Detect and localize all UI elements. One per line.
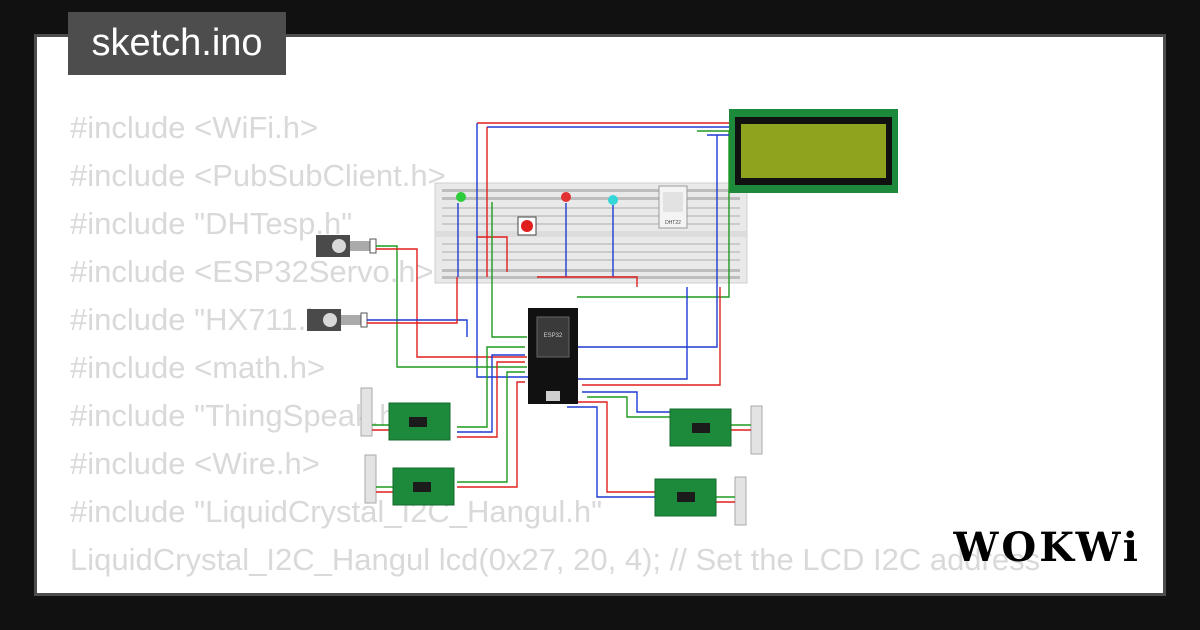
hx711-module: [669, 408, 732, 447]
svg-text:ESP32: ESP32: [544, 333, 563, 339]
breadboard: [434, 182, 748, 284]
led-cyan: [608, 195, 618, 205]
circuit-diagram: DHT22: [307, 109, 898, 526]
code-line: #include "ThingSpeak.h": [70, 398, 408, 433]
code-line: #include "LiquidCrystal_I2C_Hangul.h": [70, 494, 603, 529]
code-line: LiquidCrystal_I2C_Hangul lcd(0x27, 20, 4…: [70, 542, 1041, 577]
wokwi-logo: WOKWi: [953, 524, 1141, 571]
preview-card: #include <WiFi.h> #include <PubSubClient…: [34, 34, 1166, 596]
hx711-module: [392, 467, 455, 506]
code-line: #include "HX711.h": [70, 302, 335, 337]
file-tab[interactable]: sketch.ino: [68, 12, 286, 75]
push-button: [517, 216, 537, 236]
load-cell: [734, 476, 747, 526]
code-line: #include <math.h>: [70, 350, 326, 385]
hx711-module: [388, 402, 451, 441]
code-line: #include <PubSubClient.h>: [70, 158, 446, 193]
servo-motor: [307, 309, 368, 331]
led-green: [456, 192, 466, 202]
code-line: #include <ESP32Servo.h>: [70, 254, 434, 289]
load-cell: [750, 405, 763, 455]
load-cell: [364, 454, 377, 504]
esp32-board: ESP32: [528, 308, 578, 404]
svg-text:DHT22: DHT22: [665, 220, 681, 226]
load-cell: [360, 387, 373, 437]
hx711-module: [654, 478, 717, 517]
wires: [367, 122, 751, 503]
code-line: #include <Wire.h>: [70, 446, 320, 481]
dht-sensor: DHT22: [658, 185, 688, 229]
code-line: #include "DHTesp.h": [70, 206, 353, 241]
lcd-display: [729, 109, 898, 193]
code-line: #include <WiFi.h>: [70, 110, 319, 145]
servo-motor: [316, 235, 377, 257]
led-red: [561, 192, 571, 202]
code-preview: #include <WiFi.h> #include <PubSubClient…: [70, 104, 1040, 584]
